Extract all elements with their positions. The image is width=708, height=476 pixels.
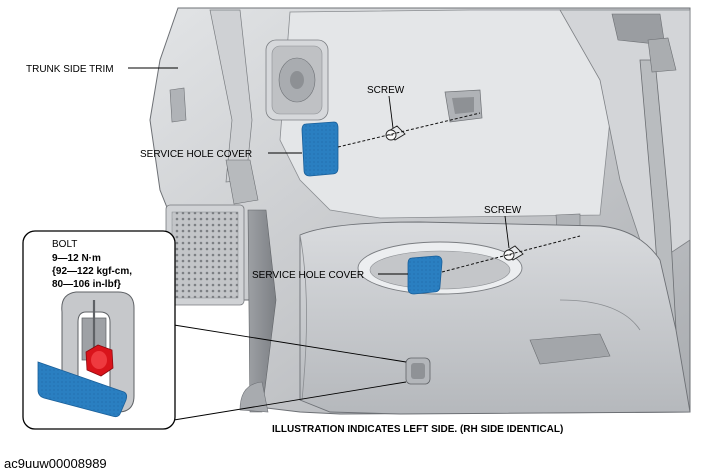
bolt-icon bbox=[85, 344, 114, 377]
label-screw-upper: SCREW bbox=[367, 85, 405, 96]
screw-upper-leader-dashed bbox=[337, 112, 481, 148]
label-screw-lower: SCREW bbox=[484, 205, 522, 216]
leader-screw-lower bbox=[504, 215, 510, 249]
inset-torque-kgf: {92—122 kgf-cm, bbox=[52, 266, 132, 277]
speaker-grille bbox=[265, 39, 329, 121]
illustration-caption: ILLUSTRATION INDICATES LEFT SIDE. (RH SI… bbox=[272, 424, 563, 435]
screw-lower bbox=[503, 245, 524, 261]
inset-title-bolt: BOLT bbox=[52, 239, 77, 250]
inset-torque-inlbf: 80—106 in-lbf} bbox=[52, 279, 121, 290]
screw-lower-leader-dashed bbox=[441, 235, 581, 273]
leader-screw-upper bbox=[388, 95, 394, 129]
label-trunk-side-trim: TRUNK SIDE TRIM bbox=[26, 64, 114, 75]
trunk-trim-illustration bbox=[149, 7, 691, 415]
vent-grille bbox=[165, 204, 245, 306]
inset-torque-nm: 9—12 N·m bbox=[52, 253, 101, 264]
label-service-hole-cover-upper: SERVICE HOLE COVER bbox=[140, 149, 252, 160]
label-service-hole-cover-lower: SERVICE HOLE COVER bbox=[252, 270, 364, 281]
bolt-detail-inset: BOLT 9—12 N·m {92—122 kgf-cm, 80—106 in-… bbox=[22, 230, 407, 430]
screw-upper bbox=[385, 125, 406, 141]
figure-id: ac9uuw00008989 bbox=[4, 456, 107, 471]
